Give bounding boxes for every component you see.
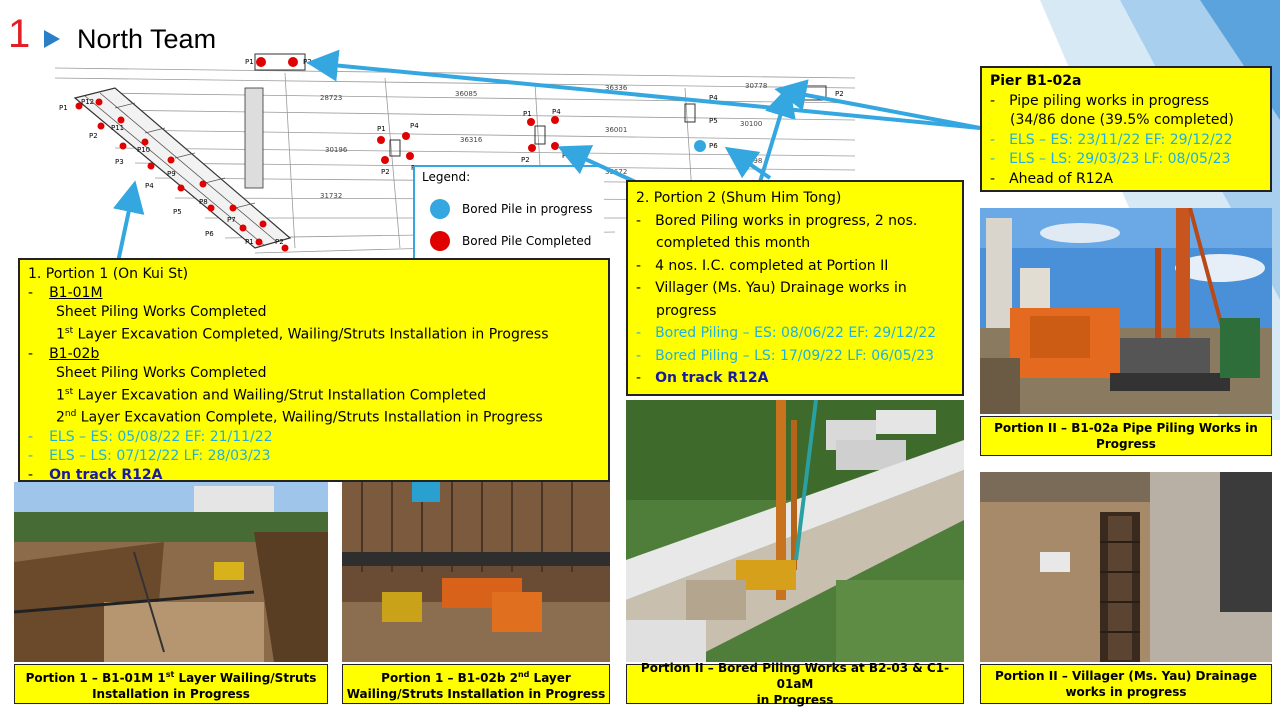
pile-label: P4 [552, 108, 561, 116]
pile-label: P1 [245, 58, 254, 66]
legend-title: Legend: [422, 170, 471, 184]
dim-label: 36316 [460, 136, 483, 144]
pile-label: P7 [227, 216, 236, 224]
pile-label: P1 [523, 110, 532, 118]
dash: - [28, 447, 34, 464]
dim-label: 30100 [740, 120, 762, 128]
portion1-item2-line3: 2nd Layer Excavation Complete, Wailing/S… [56, 409, 543, 426]
pile-label: P6 [205, 230, 214, 238]
pier-els-ls: ELS – LS: 29/03/23 LF: 08/05/23 [1009, 151, 1231, 167]
portion2-line2: 4 nos. I.C. completed at Portion II [655, 257, 889, 274]
pile-label: P4 [410, 122, 419, 130]
pile-label: P5 [173, 208, 182, 216]
pile-label: P10 [137, 146, 150, 154]
site-plan-drawing: 28723 36085 36336 30778 30196 36316 3600… [55, 53, 855, 254]
pile-label: P3 [115, 158, 124, 166]
portion1-item1-line1: Sheet Piling Works Completed [56, 304, 267, 320]
legend-in-progress-label: Bored Pile in progress [462, 202, 593, 216]
pile-label: P1 [377, 125, 386, 133]
pile-label: P2 [275, 238, 284, 246]
pile-label: P6 [709, 142, 718, 150]
dim-label: 28723 [320, 94, 342, 102]
pier-line1: Pipe piling works in progress [1009, 92, 1210, 109]
caption-pipe-piling: Portion II – B1-02a Pipe Piling Works in… [980, 416, 1272, 456]
caption-drainage: Portion II – Villager (Ms. Yau) Drainage… [980, 664, 1272, 704]
dash: - [28, 285, 34, 301]
portion1-item2-code: B1-02b [49, 345, 100, 362]
legend-in-progress-icon [430, 199, 450, 219]
pile-label: P4 [145, 182, 154, 190]
pile-label: P2 [521, 156, 530, 164]
dim-label: 36336 [605, 84, 628, 92]
caption-b1-01m: Portion 1 – B1-01M 1st Layer Wailing/Str… [14, 664, 328, 704]
dim-label: 31732 [320, 192, 342, 200]
title-bullet-icon [44, 30, 60, 48]
portion1-els-ls: ELS – LS: 07/12/22 LF: 28/03/23 [49, 447, 271, 464]
slide-number: 1 [8, 12, 31, 56]
portion1-item2-line2: 1st Layer Excavation and Wailing/Strut I… [56, 386, 487, 404]
legend-completed-label: Bored Pile Completed [462, 234, 592, 248]
portion2-bp-es: Bored Piling – ES: 08/06/22 EF: 29/12/22 [655, 325, 937, 341]
dim-label: 36085 [455, 90, 477, 98]
pile-label: P1 [245, 238, 254, 246]
pier-els-es: ELS – ES: 23/11/22 EF: 29/12/22 [1009, 131, 1233, 148]
pile-label: P2 [381, 168, 390, 176]
portion1-item2-line1: Sheet Piling Works Completed [56, 364, 267, 381]
portion1-heading: 1. Portion 1 (On Kui St) [28, 266, 189, 282]
photo-drainage-works [980, 472, 1272, 662]
portion2-line1: Bored Piling works in progress, 2 nos. [655, 212, 918, 229]
legend: Legend: Bored Pile in progress Bored Pil… [414, 166, 604, 258]
pile-label: P2 [835, 90, 844, 98]
pile-label: P4 [709, 94, 718, 102]
portion2-heading: 2. Portion 2 (Shum Him Tong) [636, 190, 842, 206]
pile-label: P9 [167, 170, 176, 178]
portion2-line3b: progress [656, 302, 717, 319]
slide-title: North Team [77, 24, 217, 54]
pile-label: P11 [111, 124, 124, 132]
pile-label: P12 [81, 98, 94, 106]
photo-b1-02b-excavation [342, 482, 610, 662]
portion1-item1-code: B1-01M [49, 285, 103, 301]
portion1-summary-box: 1. Portion 1 (On Kui St) -B1-01M Sheet P… [18, 258, 610, 483]
caption-bored-piling: Portion II – Bored Piling Works at B2-03… [626, 661, 964, 707]
dim-label: 36001 [605, 126, 627, 134]
portion1-item1-line2: 1st Layer Excavation Completed, Wailing/… [56, 326, 549, 343]
dash: - [28, 345, 34, 362]
portion2-bp-ls: Bored Piling – LS: 17/09/22 LF: 06/05/23 [655, 347, 935, 364]
pier-status: Ahead of R12A [1009, 170, 1114, 187]
pier-heading: Pier B1-02a [990, 73, 1082, 89]
dash: - [28, 466, 34, 483]
pile-label: P8 [199, 198, 208, 206]
portion1-status: On track R12A [49, 466, 163, 483]
dash: - [28, 428, 34, 445]
pile-label: P5 [709, 117, 718, 125]
portion1-els-es: ELS – ES: 05/08/22 EF: 21/11/22 [49, 428, 273, 445]
pier-line1b: (34/86 done (39.5% completed) [1010, 112, 1234, 128]
photo-pipe-piling-rig [980, 208, 1272, 414]
pile-label: P2 [89, 132, 98, 140]
dim-label: 30196 [325, 146, 348, 154]
portion2-line3: Villager (Ms. Yau) Drainage works in [655, 280, 907, 296]
pile-label: P1 [59, 104, 68, 112]
pier-summary-box: Pier B1-02a -Pipe piling works in progre… [980, 66, 1272, 192]
portion2-status: On track R12A [655, 370, 769, 386]
legend-completed-icon [430, 231, 450, 251]
photo-bored-piling-site [626, 400, 964, 662]
portion2-line1b: completed this month [656, 235, 811, 251]
portion2-summary-box: 2. Portion 2 (Shum Him Tong) -Bored Pili… [626, 180, 964, 396]
photo-b1-01m-excavation [14, 482, 328, 662]
dim-label: 30778 [745, 82, 767, 90]
